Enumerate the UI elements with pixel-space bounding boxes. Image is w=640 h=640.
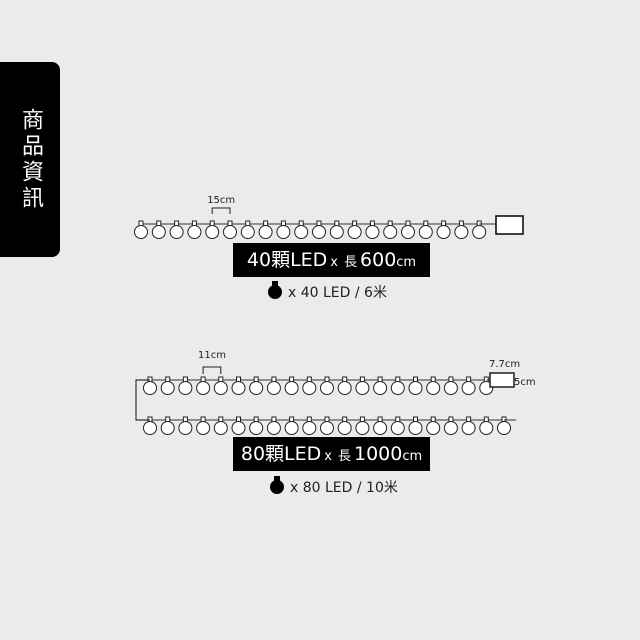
bulb (320, 381, 334, 395)
bulb (249, 421, 264, 435)
bulb (426, 381, 441, 395)
bulb (231, 381, 246, 395)
bulb (401, 225, 415, 239)
bulb-icon (268, 281, 282, 299)
bulb (443, 381, 458, 395)
spacing-bracket (211, 207, 231, 214)
bulb (443, 421, 458, 435)
length-unit: cm (402, 449, 423, 464)
length-value: 600 (360, 249, 397, 271)
bulb (302, 381, 317, 395)
led-count-label: 40顆LED (246, 249, 328, 271)
battery-box (495, 215, 524, 235)
bulb (266, 421, 281, 435)
bulb (312, 225, 326, 239)
bulb (479, 421, 494, 435)
bulb (258, 225, 273, 239)
bulb (454, 225, 469, 239)
bulb (276, 225, 291, 239)
bulb (223, 225, 237, 239)
bulb (365, 225, 380, 239)
bulb (160, 421, 175, 435)
spacing-label: 15cm (207, 195, 235, 206)
bulb (240, 225, 255, 239)
bulb (213, 421, 228, 435)
bulb (373, 421, 388, 435)
spec-text: x 40 LED / 6米 (288, 285, 387, 301)
bulb (143, 381, 157, 395)
led-string-40: 15cm (134, 195, 524, 239)
box-height-label: 5cm (514, 377, 536, 388)
bulb (355, 421, 370, 435)
spec-text: x 80 LED / 10米 (290, 480, 398, 496)
bulb-icon (270, 476, 284, 494)
product-b-title: 80顆LED x 長 1000 cm (233, 437, 430, 471)
bulb (196, 381, 211, 395)
bulb (213, 381, 228, 395)
bulb (461, 381, 476, 395)
bulb (390, 421, 405, 435)
bulb (169, 225, 184, 239)
led-string-80: 11cm 7.7cm 5cm (135, 350, 536, 435)
bulb (329, 225, 344, 239)
bulb (408, 381, 423, 395)
bulb (143, 421, 157, 435)
bulb (436, 225, 451, 239)
bulb (134, 225, 148, 239)
multiply-sign: x (324, 449, 332, 464)
spacing-bracket (202, 366, 222, 374)
bulb (472, 225, 487, 239)
bulb (408, 421, 423, 435)
bulb (205, 225, 220, 239)
battery-box (489, 372, 515, 388)
bulb (178, 421, 193, 435)
bulb (337, 421, 352, 435)
product-a-spec: x 40 LED / 6米 (268, 281, 387, 302)
bulb (347, 225, 362, 239)
box-width-label: 7.7cm (489, 359, 520, 370)
wire-loop (135, 379, 150, 421)
bulb (418, 225, 433, 239)
bulb (426, 421, 441, 435)
bulb (187, 225, 202, 239)
length-value: 1000 (353, 443, 403, 465)
bulb (355, 381, 370, 395)
bulb (320, 421, 334, 435)
bulb (284, 381, 299, 395)
length-prefix: 長 (344, 255, 358, 270)
multiply-sign: x (330, 255, 338, 270)
spacing-label: 11cm (198, 350, 226, 361)
bulb (231, 421, 246, 435)
bulb (337, 381, 352, 395)
bulb (151, 225, 166, 239)
product-info-tab-label: 商品資訊 (18, 107, 43, 212)
product-b-spec: x 80 LED / 10米 (270, 476, 398, 497)
product-a-title: 40顆LED x 長 600 cm (233, 243, 430, 277)
led-count-label: 80顆LED (240, 443, 322, 465)
bulb (178, 381, 193, 395)
bulb (461, 421, 476, 435)
bulb (294, 225, 309, 239)
bulb (390, 381, 405, 395)
bulb (302, 421, 317, 435)
length-prefix: 長 (337, 449, 351, 464)
bulb (284, 421, 299, 435)
bulb (196, 421, 211, 435)
bulb (160, 381, 175, 395)
bulb (497, 421, 511, 435)
product-info-tab: 商品資訊 (0, 62, 60, 257)
bulb (266, 381, 281, 395)
bulb (249, 381, 264, 395)
bulb (373, 381, 388, 395)
length-unit: cm (396, 255, 417, 270)
bulb (383, 225, 398, 239)
